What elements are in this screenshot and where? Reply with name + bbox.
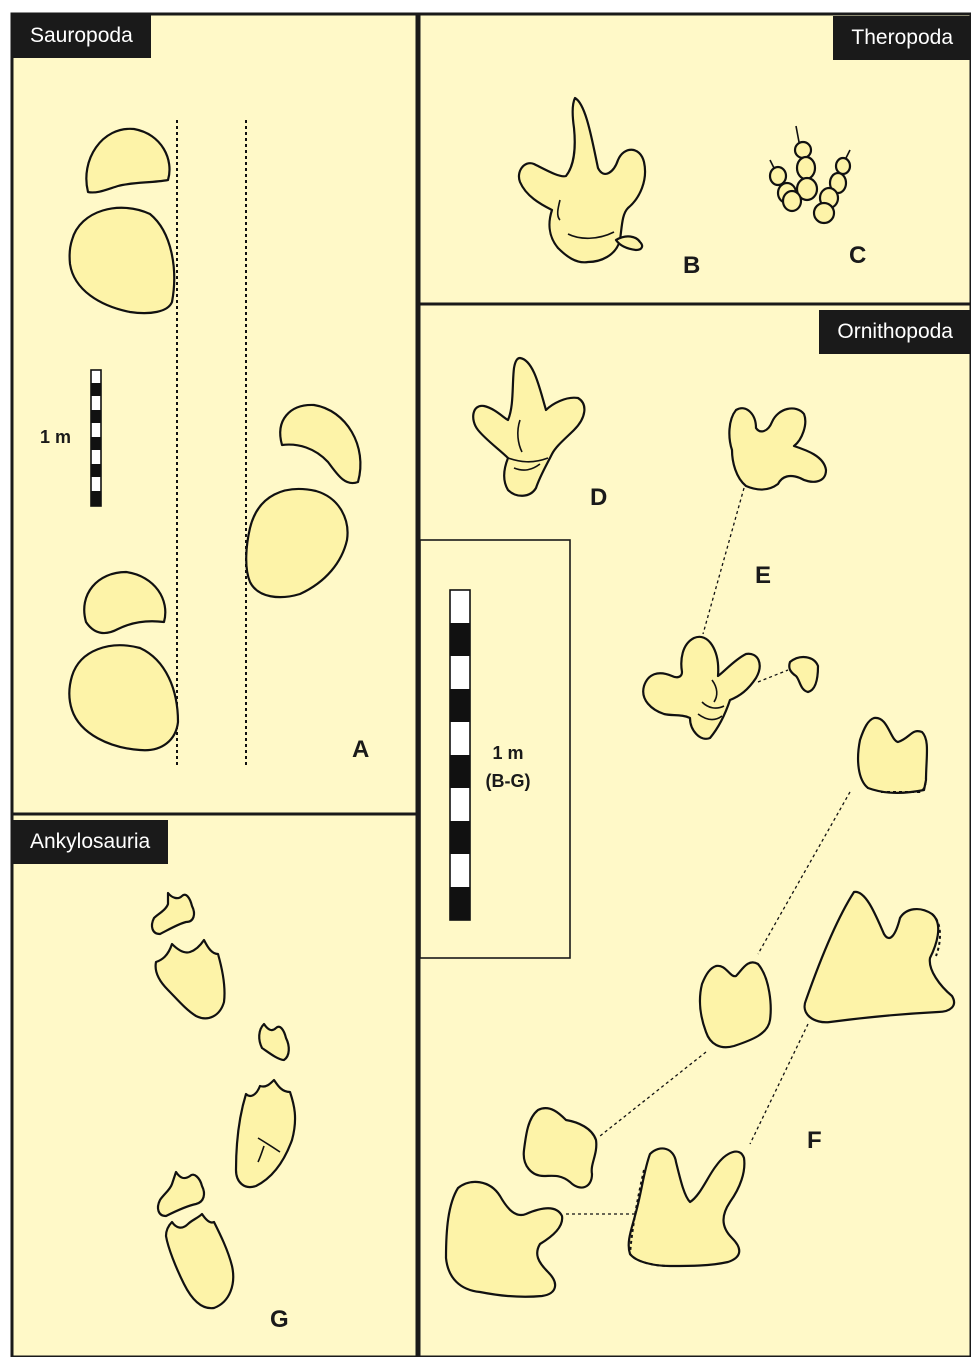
label-a: A [352,736,369,764]
sauropoda-title: Sauropoda [12,14,151,58]
label-f: F [807,1127,822,1155]
main-scale-label-1: 1 m [480,740,536,766]
sauropoda-scale-label: 1 m [40,424,71,450]
theropoda-title: Theropoda [833,16,971,60]
main-scale-bar [450,590,470,920]
ankylosauria-title: Ankylosauria [12,820,168,864]
label-d: D [590,484,607,512]
label-e: E [755,562,771,590]
label-c: C [849,242,866,270]
ornithopod-footprint-f-3 [700,962,771,1047]
label-g: G [270,1306,289,1334]
main-scale-label-2: (B-G) [480,768,536,794]
ornithopoda-title: Ornithopoda [819,310,971,354]
label-b: B [683,252,700,280]
sauropoda-scale-bar [91,370,101,506]
